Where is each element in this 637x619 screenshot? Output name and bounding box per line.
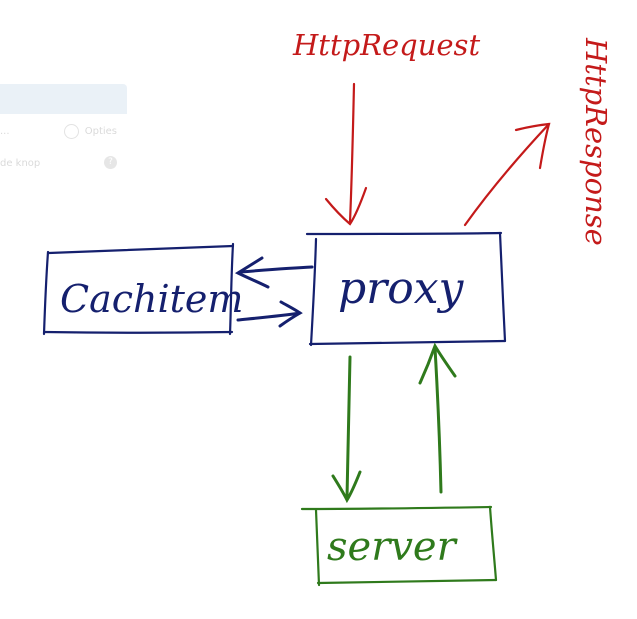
cachitem-box (42, 242, 235, 336)
ghost-row2-text: de knop (0, 158, 41, 169)
request-arrow (324, 82, 368, 226)
server-box (300, 505, 498, 587)
proxy-label: proxy (338, 263, 465, 314)
help-icon: ? (104, 156, 117, 169)
background-ui-ghost: ... Opties de knop ? (0, 84, 127, 194)
response-arrow (463, 122, 551, 227)
proxy-box (305, 231, 507, 347)
ghost-options-label: Opties (84, 126, 117, 137)
server-to-proxy-arrow (418, 342, 457, 494)
ghost-row-options: ... Opties (0, 114, 127, 146)
http-request-label: HttpRequest (292, 28, 480, 62)
server-label: server (327, 524, 459, 570)
http-response-label: HttpResponse (579, 37, 613, 246)
cachitem-label: Cachitem (60, 277, 243, 321)
proxy-to-server-arrow (331, 355, 362, 504)
ghost-header (0, 84, 127, 114)
ghost-row1-text: ... (0, 126, 10, 137)
cache-lookup-arrow (234, 256, 314, 289)
cache-store-arrow (236, 300, 303, 328)
ghost-row-button: de knop ? (0, 146, 127, 178)
refresh-icon (64, 124, 79, 139)
